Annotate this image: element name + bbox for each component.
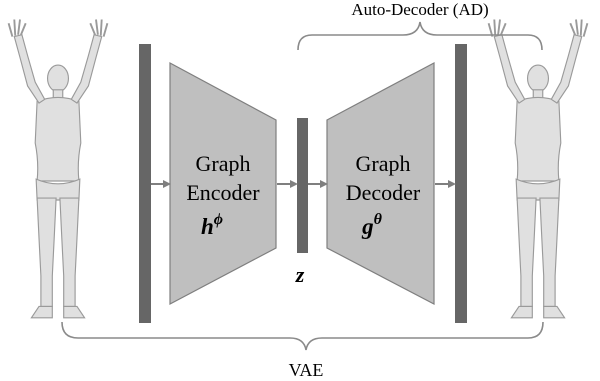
output-body-mesh-icon xyxy=(487,18,589,319)
output-layer-bar xyxy=(455,44,467,323)
encoder-title-line1: Graph xyxy=(196,151,251,176)
decoder-symbol: gθ xyxy=(361,211,383,239)
auto-decoder-brace xyxy=(297,21,543,51)
input-body-mesh-icon xyxy=(7,18,109,319)
input-layer-bar xyxy=(139,44,151,323)
graph-encoder-block xyxy=(169,61,277,305)
latent-z-label: z xyxy=(295,262,305,287)
decoder-symbol-letter: g xyxy=(361,214,374,239)
encoder-symbol-superscript: ϕ xyxy=(214,211,223,228)
decoder-title-line2: Decoder xyxy=(346,180,421,205)
decoder-title-line1: Graph xyxy=(356,151,411,176)
vae-label: VAE xyxy=(289,360,324,380)
auto-decoder-label: Auto-Decoder (AD) xyxy=(351,0,488,19)
encoder-symbol-letter: h xyxy=(201,214,214,239)
latent-z-bar xyxy=(297,118,308,253)
encoder-symbol: hϕ xyxy=(201,211,223,239)
encoder-title-line2: Encoder xyxy=(186,180,260,205)
graph-decoder-block xyxy=(326,62,435,305)
vae-brace xyxy=(61,321,544,351)
decoder-symbol-superscript: θ xyxy=(374,211,383,228)
